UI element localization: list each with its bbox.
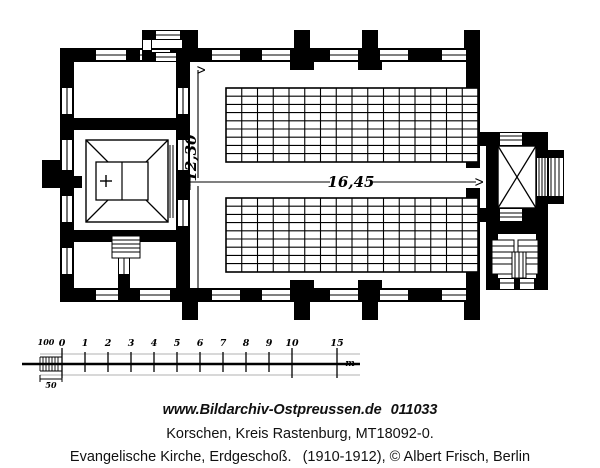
stair-treads — [111, 235, 539, 279]
caption-block: www.Bildarchiv-Ostpreussen.de 011033 Kors… — [0, 400, 600, 468]
scale-tick-7: 7 — [220, 338, 227, 349]
building-name: Evangelische Kirche, Erdgeschoß. — [69, 449, 292, 466]
scale-tick-10: 10 — [285, 338, 299, 349]
scale-tick-8: 8 — [243, 338, 250, 349]
scale-tick-3: 3 — [128, 338, 135, 349]
scale-tick-2: 2 — [104, 338, 112, 349]
scale-sublabel-100: 100 — [38, 337, 55, 347]
scale-sublabel-50: 50 — [45, 380, 57, 390]
north-buttresses — [182, 30, 480, 50]
pew-block-lower — [225, 197, 479, 273]
archive-url: www.Bildarchiv-Ostpreussen.de — [162, 402, 382, 418]
scale-tick-15: 15 — [330, 338, 344, 349]
dimension-horizontal: 16,45 — [190, 173, 476, 191]
tower-center-marker — [100, 175, 112, 187]
scale-tick-1: 1 — [82, 338, 89, 349]
dimension-vertical: 12,30 — [182, 70, 200, 296]
caption-location: Korschen, Kreis Rastenburg, MT18092-0. — [166, 425, 434, 442]
pew-block-upper — [225, 87, 479, 163]
dimension-horizontal-label: 16,45 — [328, 173, 375, 191]
image-id: 011033 — [390, 402, 438, 418]
scale-tick-labels: 0 1 2 3 4 5 6 7 8 9 10 15 — [59, 338, 344, 349]
south-buttresses — [182, 300, 480, 320]
photo-credit: (1910-1912), © Albert Frisch, Berlin — [302, 449, 531, 466]
scale-tick-9: 9 — [266, 338, 273, 349]
scale-bar: 0 1 2 3 4 5 6 7 8 9 10 15 100 50 m — [22, 337, 360, 390]
scale-unit-label: m — [345, 359, 355, 369]
caption-archive-line: www.Bildarchiv-Ostpreussen.de 011033 — [0, 400, 600, 421]
tower-base-vault — [85, 139, 174, 223]
scale-tick-0: 0 — [59, 338, 66, 349]
caption-building-line: Evangelische Kirche, Erdgeschoß. (1910-19… — [0, 447, 600, 468]
floor-plan-drawing: 12,30 16,45 — [42, 30, 564, 320]
scale-tick-6: 6 — [197, 338, 204, 349]
scale-tick-5: 5 — [174, 338, 181, 349]
dimension-vertical-label: 12,30 — [182, 134, 200, 182]
scale-tick-4: 4 — [151, 338, 158, 349]
chancel-vault — [497, 145, 537, 209]
